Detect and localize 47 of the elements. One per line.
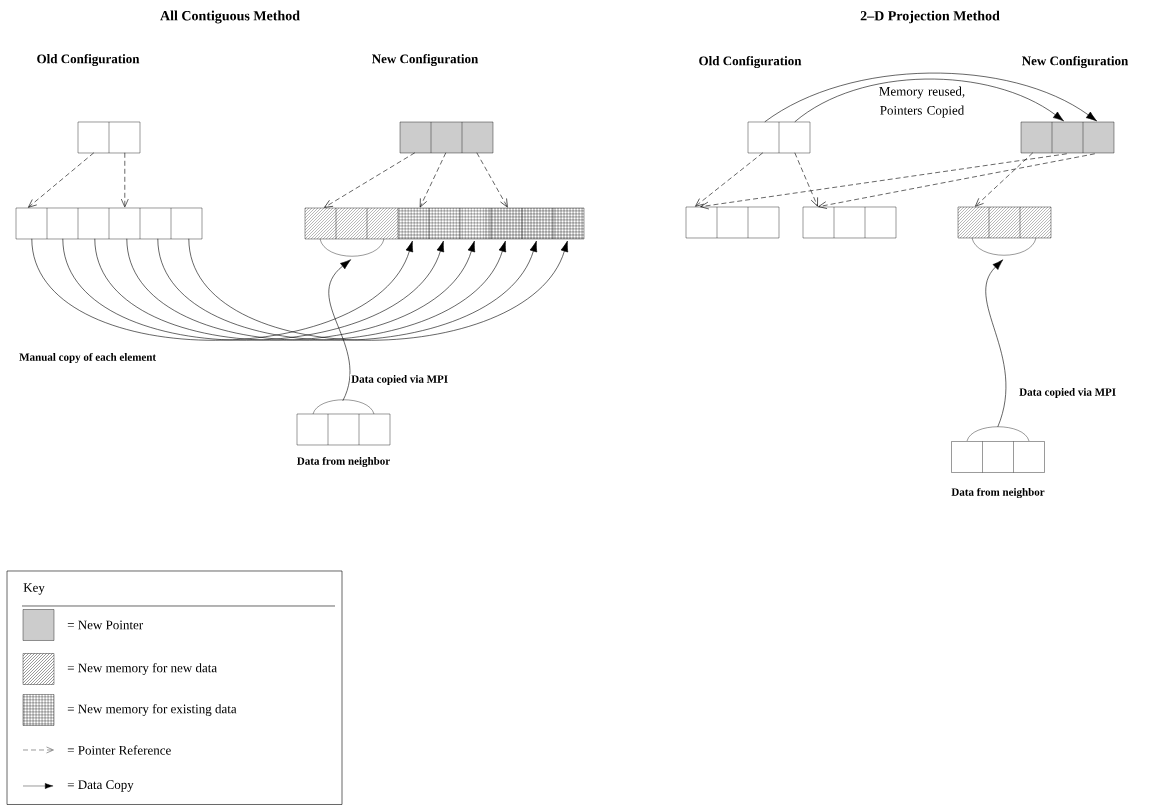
arrow — [28, 152, 95, 208]
arrow — [476, 152, 508, 208]
legend-text: = Data Copy — [67, 780, 134, 792]
arrow — [975, 152, 1034, 207]
arrow — [188, 238, 569, 341]
arrow — [328, 259, 352, 402]
subheading: Old Configuration — [37, 54, 140, 66]
caption-text: Data from neighbor — [951, 487, 1045, 499]
subheading: New Configuration — [372, 54, 479, 66]
array-box — [951, 441, 1045, 473]
subheading: New Configuration — [1022, 56, 1129, 68]
edge-label: Data copied via MPI — [350, 374, 450, 386]
arrow — [794, 78, 1064, 123]
heading: 2–D Projection Method — [860, 10, 1000, 24]
array-box — [304, 207, 585, 240]
array-box — [957, 206, 1052, 239]
arrow — [94, 238, 476, 341]
array-box — [802, 206, 897, 239]
arrow — [794, 152, 818, 207]
arrow — [324, 152, 416, 208]
legend-text: = Pointer Reference — [67, 745, 171, 755]
arrow — [700, 153, 1068, 210]
arrow — [157, 238, 538, 341]
annotation-text: Manual copy of each element — [19, 352, 156, 364]
legend-text: = New memory for new data — [67, 663, 217, 675]
array-box — [77, 121, 141, 154]
arrow — [419, 152, 447, 208]
array-box — [1020, 121, 1115, 154]
array-box — [296, 413, 391, 446]
array-box — [399, 121, 494, 154]
subheading: Old Configuration — [699, 56, 802, 68]
edge-label: Data copied via MPI — [1018, 387, 1118, 399]
annotation-text: Memory reused, Pointers Copied — [879, 86, 965, 118]
arrow — [818, 153, 1096, 209]
caption-text: Data from neighbor — [297, 456, 390, 468]
array-box — [685, 206, 780, 239]
array-box — [15, 207, 203, 240]
heading: All Contiguous Method — [160, 10, 300, 24]
arrow — [695, 152, 764, 207]
legend-text: = New Pointer — [67, 620, 144, 630]
arrow — [121, 152, 129, 208]
arrow — [764, 72, 1097, 123]
legend-text: = New memory for existing data — [67, 704, 237, 716]
legend-heading: Key — [23, 583, 45, 595]
arrow — [126, 238, 507, 341]
arrow — [985, 259, 1007, 428]
array-box — [747, 121, 811, 154]
